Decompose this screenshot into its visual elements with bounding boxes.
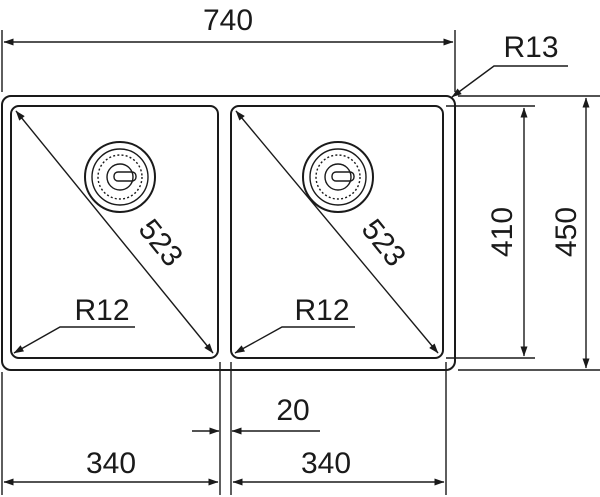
left-radius-leader — [13, 326, 135, 354]
sink-outer-outline — [1, 95, 456, 371]
right-radius-label: R12 — [294, 294, 349, 327]
right-bowl-outline — [230, 105, 444, 359]
divider-width-label: 20 — [276, 394, 309, 427]
inner-height-label: 410 — [486, 207, 519, 257]
overall-height-label: 450 — [550, 207, 583, 257]
outer-radius-label: R13 — [503, 31, 558, 64]
overall-width-label: 740 — [203, 4, 253, 37]
left-bowl-width-label: 340 — [86, 447, 136, 480]
right-radius-leader — [234, 326, 355, 354]
outer-radius-leader — [451, 65, 568, 98]
left-bowl-outline — [10, 105, 219, 359]
right-diagonal-dimension-line — [235, 110, 439, 354]
right-drain-icon — [302, 141, 374, 213]
right-bowl-width-label: 340 — [301, 447, 351, 480]
left-drain-icon — [84, 141, 156, 213]
left-radius-label: R12 — [74, 294, 129, 327]
left-diagonal-dimension-line — [15, 110, 214, 354]
